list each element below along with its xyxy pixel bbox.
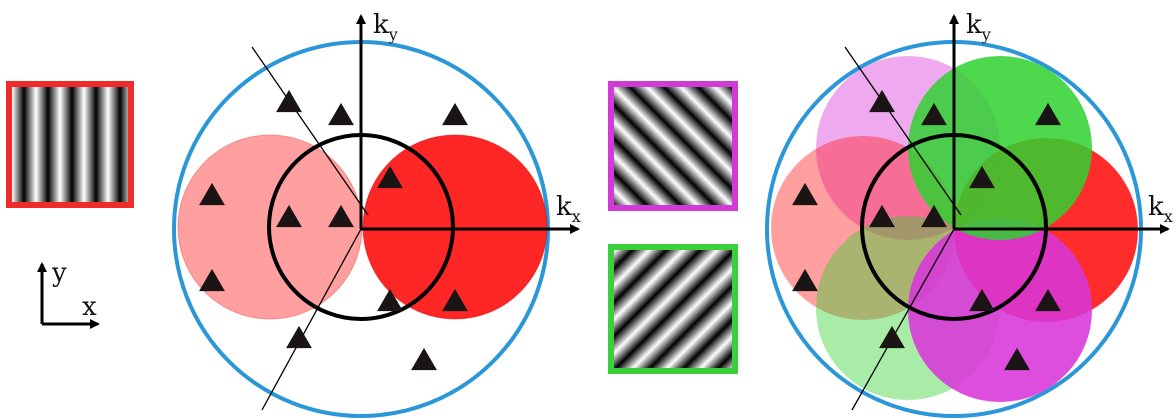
vertical-fringe-pattern-icon [12,87,128,202]
kx-label: kx [556,192,581,226]
diagonal-fringe-pattern-falling-icon [614,250,732,368]
diagram-three-orientations: ky kx [765,10,1173,418]
pattern-diagonal-falling-group [608,244,738,374]
ky-label: ky [966,10,991,44]
oblique-line-upper [844,46,962,216]
real-x-label: x [82,292,97,322]
shifted-circle-magenta [908,218,1092,402]
pattern-diagonal-rising-group [608,81,738,211]
diagram-single-orientation: ky kx [172,10,581,418]
oblique-line-lower [851,228,955,411]
pattern-vertical-group [6,81,134,208]
oblique-line-upper [251,46,369,216]
kx-label: kx [1148,192,1173,226]
oblique-line-lower [261,228,362,411]
real-y-label: y [51,258,67,288]
ky-label: ky [373,10,398,44]
diagonal-fringe-pattern-rising-icon [614,87,732,205]
real-space-axes: y x [37,258,100,329]
